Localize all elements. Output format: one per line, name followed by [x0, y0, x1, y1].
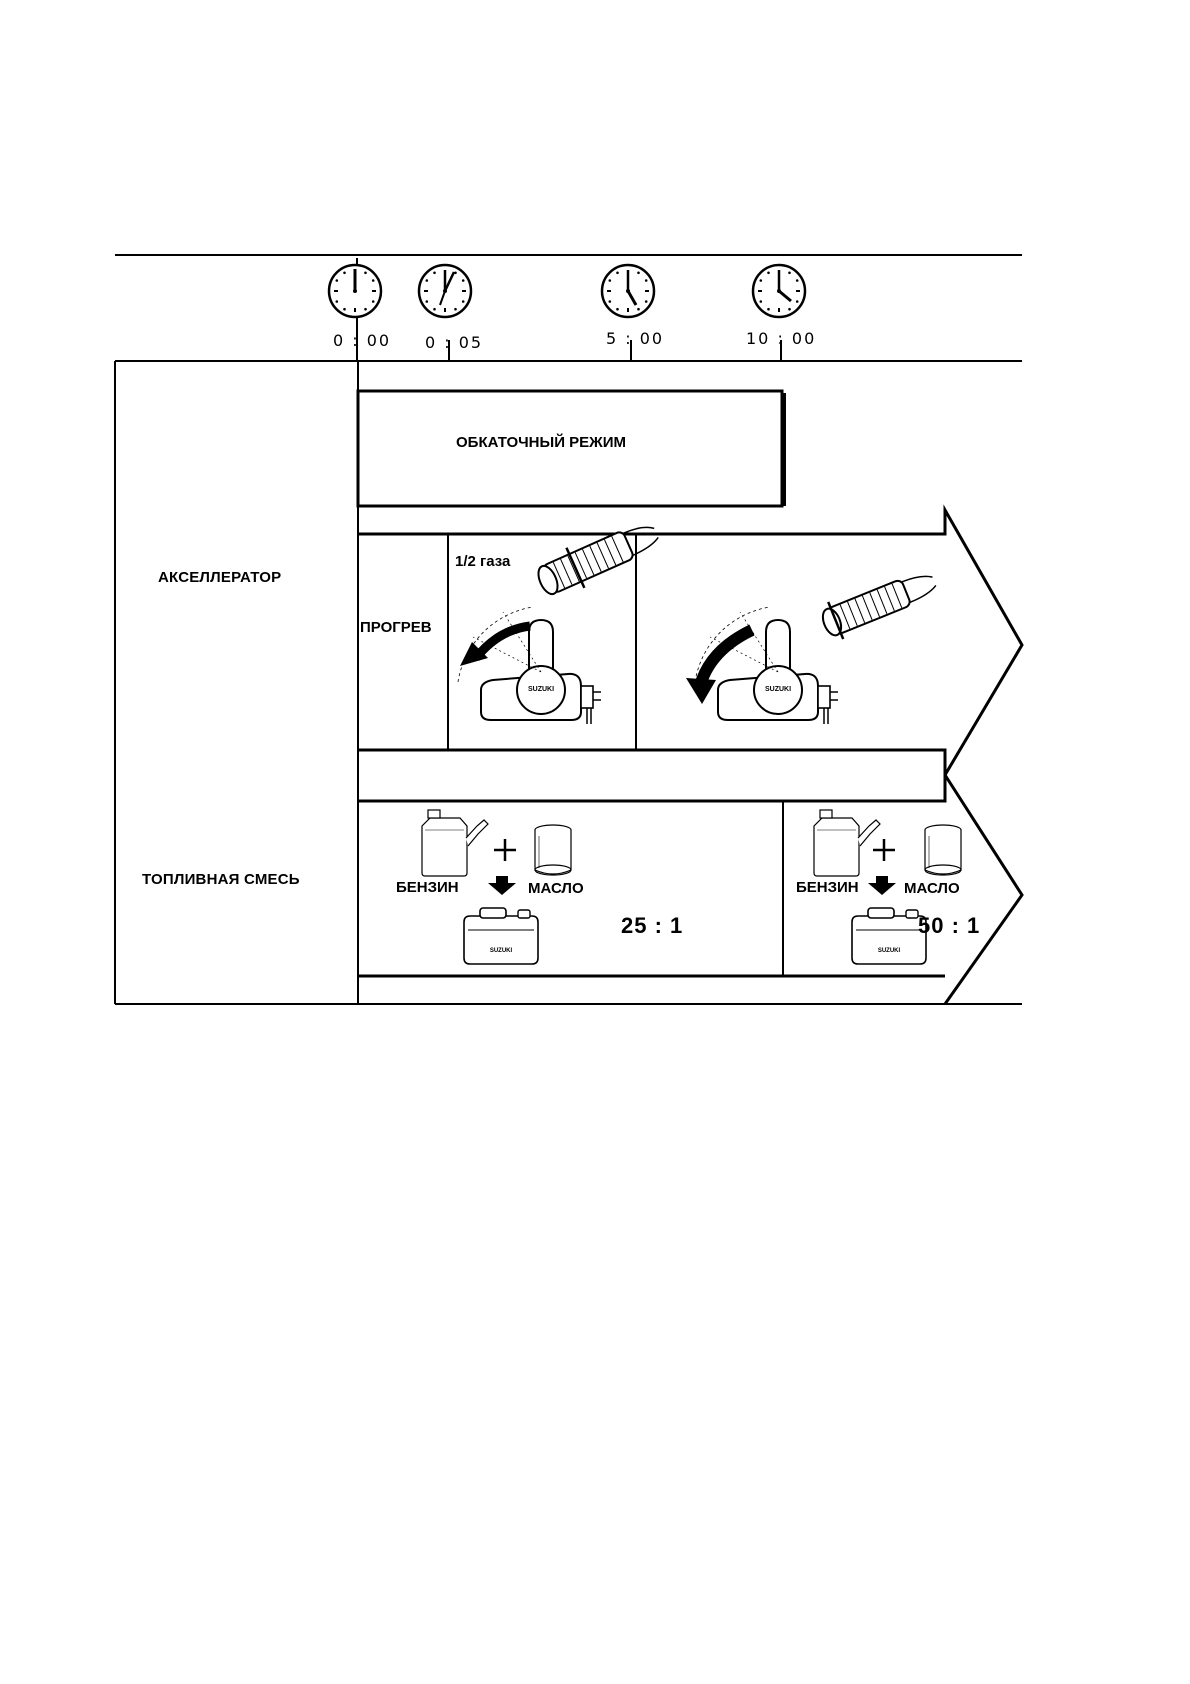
mix-tank-icon	[463, 907, 539, 965]
oil-label: МАСЛО	[904, 880, 960, 897]
petrol-label: БЕНЗИН	[396, 879, 459, 896]
mix-ratio-50: 50 : 1	[918, 913, 981, 938]
time-label-5min: 0 : 05	[425, 333, 484, 352]
mix-tank-icon	[851, 907, 927, 965]
down-arrow-icon	[868, 876, 896, 895]
break-in-bar	[356, 389, 784, 508]
fuel-arrow	[358, 769, 1024, 1005]
fuel-row-label: ТОПЛИВНАЯ СМЕСЬ	[142, 871, 300, 888]
clock-icon	[417, 263, 473, 319]
plus-icon	[494, 839, 516, 861]
half-throttle-label: 1/2 газа	[455, 553, 511, 570]
fuel-can-icon	[813, 809, 881, 877]
oil-label: МАСЛО	[528, 880, 584, 897]
curved-arrow-icon	[686, 624, 755, 704]
down-arrow-icon	[488, 876, 516, 895]
clock-icon	[600, 263, 656, 319]
break-in-mode-label: ОБКАТОЧНЫЙ РЕЖИМ	[456, 434, 626, 451]
mix-ratio-25: 25 : 1	[621, 913, 684, 938]
warmup-label: ПРОГРЕВ	[360, 619, 432, 636]
twist-grip-icon	[537, 526, 659, 596]
petrol-label: БЕНЗИН	[796, 879, 859, 896]
time-label-start: 0 : 00	[333, 331, 392, 350]
time-label-10h: 10 : 00	[746, 329, 817, 348]
plus-icon	[873, 839, 895, 861]
throttle-lever-icon	[694, 606, 839, 725]
time-label-5h: 5 : 00	[606, 329, 665, 348]
throttle-row-label: АКСЕЛЛЕРАТОР	[158, 569, 282, 586]
clock-icon	[327, 263, 383, 319]
curved-arrow-icon	[460, 621, 531, 666]
fuel-can-icon	[421, 809, 489, 877]
clock-icon	[751, 263, 807, 319]
throttle-arrow	[358, 504, 1024, 781]
twist-grip-icon	[821, 575, 937, 640]
oil-can-icon	[924, 824, 962, 876]
oil-can-icon	[534, 824, 572, 876]
